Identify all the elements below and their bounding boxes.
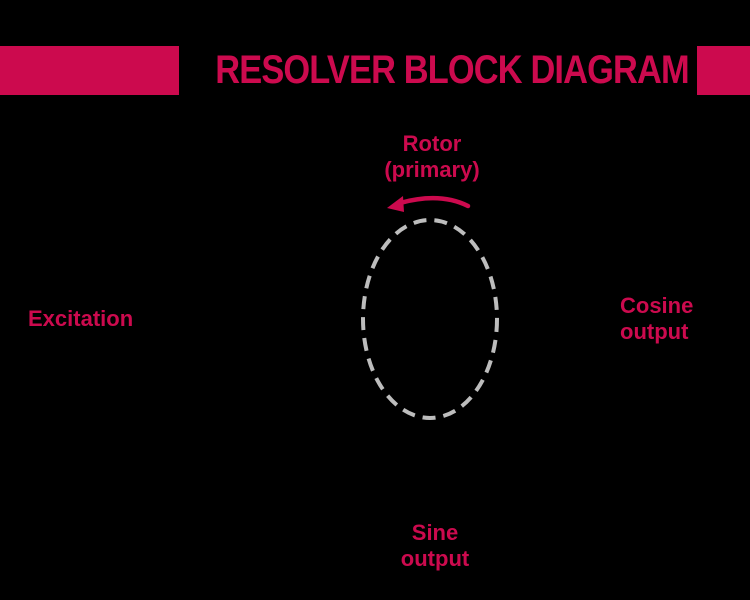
sine-output-label: Sine output [385, 520, 485, 572]
sine-label-line2: output [400, 546, 470, 571]
rotor-label-line2: (primary) [384, 157, 480, 182]
curved-arrow-left-icon [387, 195, 471, 212]
rotor-label: Rotor (primary) [362, 131, 502, 183]
page-title: RESOLVER BLOCK DIAGRAM [215, 48, 689, 92]
title-bar-right [697, 46, 750, 95]
cosine-label-line2: output [620, 319, 689, 344]
cosine-label-line1: Cosine [620, 293, 694, 318]
rotor-label-line1: Rotor [402, 131, 462, 156]
excitation-label: Excitation [28, 306, 134, 331]
cosine-output-label: Cosine output [620, 293, 712, 345]
rotor-boundary [361, 218, 499, 420]
sine-label-line1: Sine [411, 520, 459, 545]
title-bar-left [0, 46, 179, 95]
